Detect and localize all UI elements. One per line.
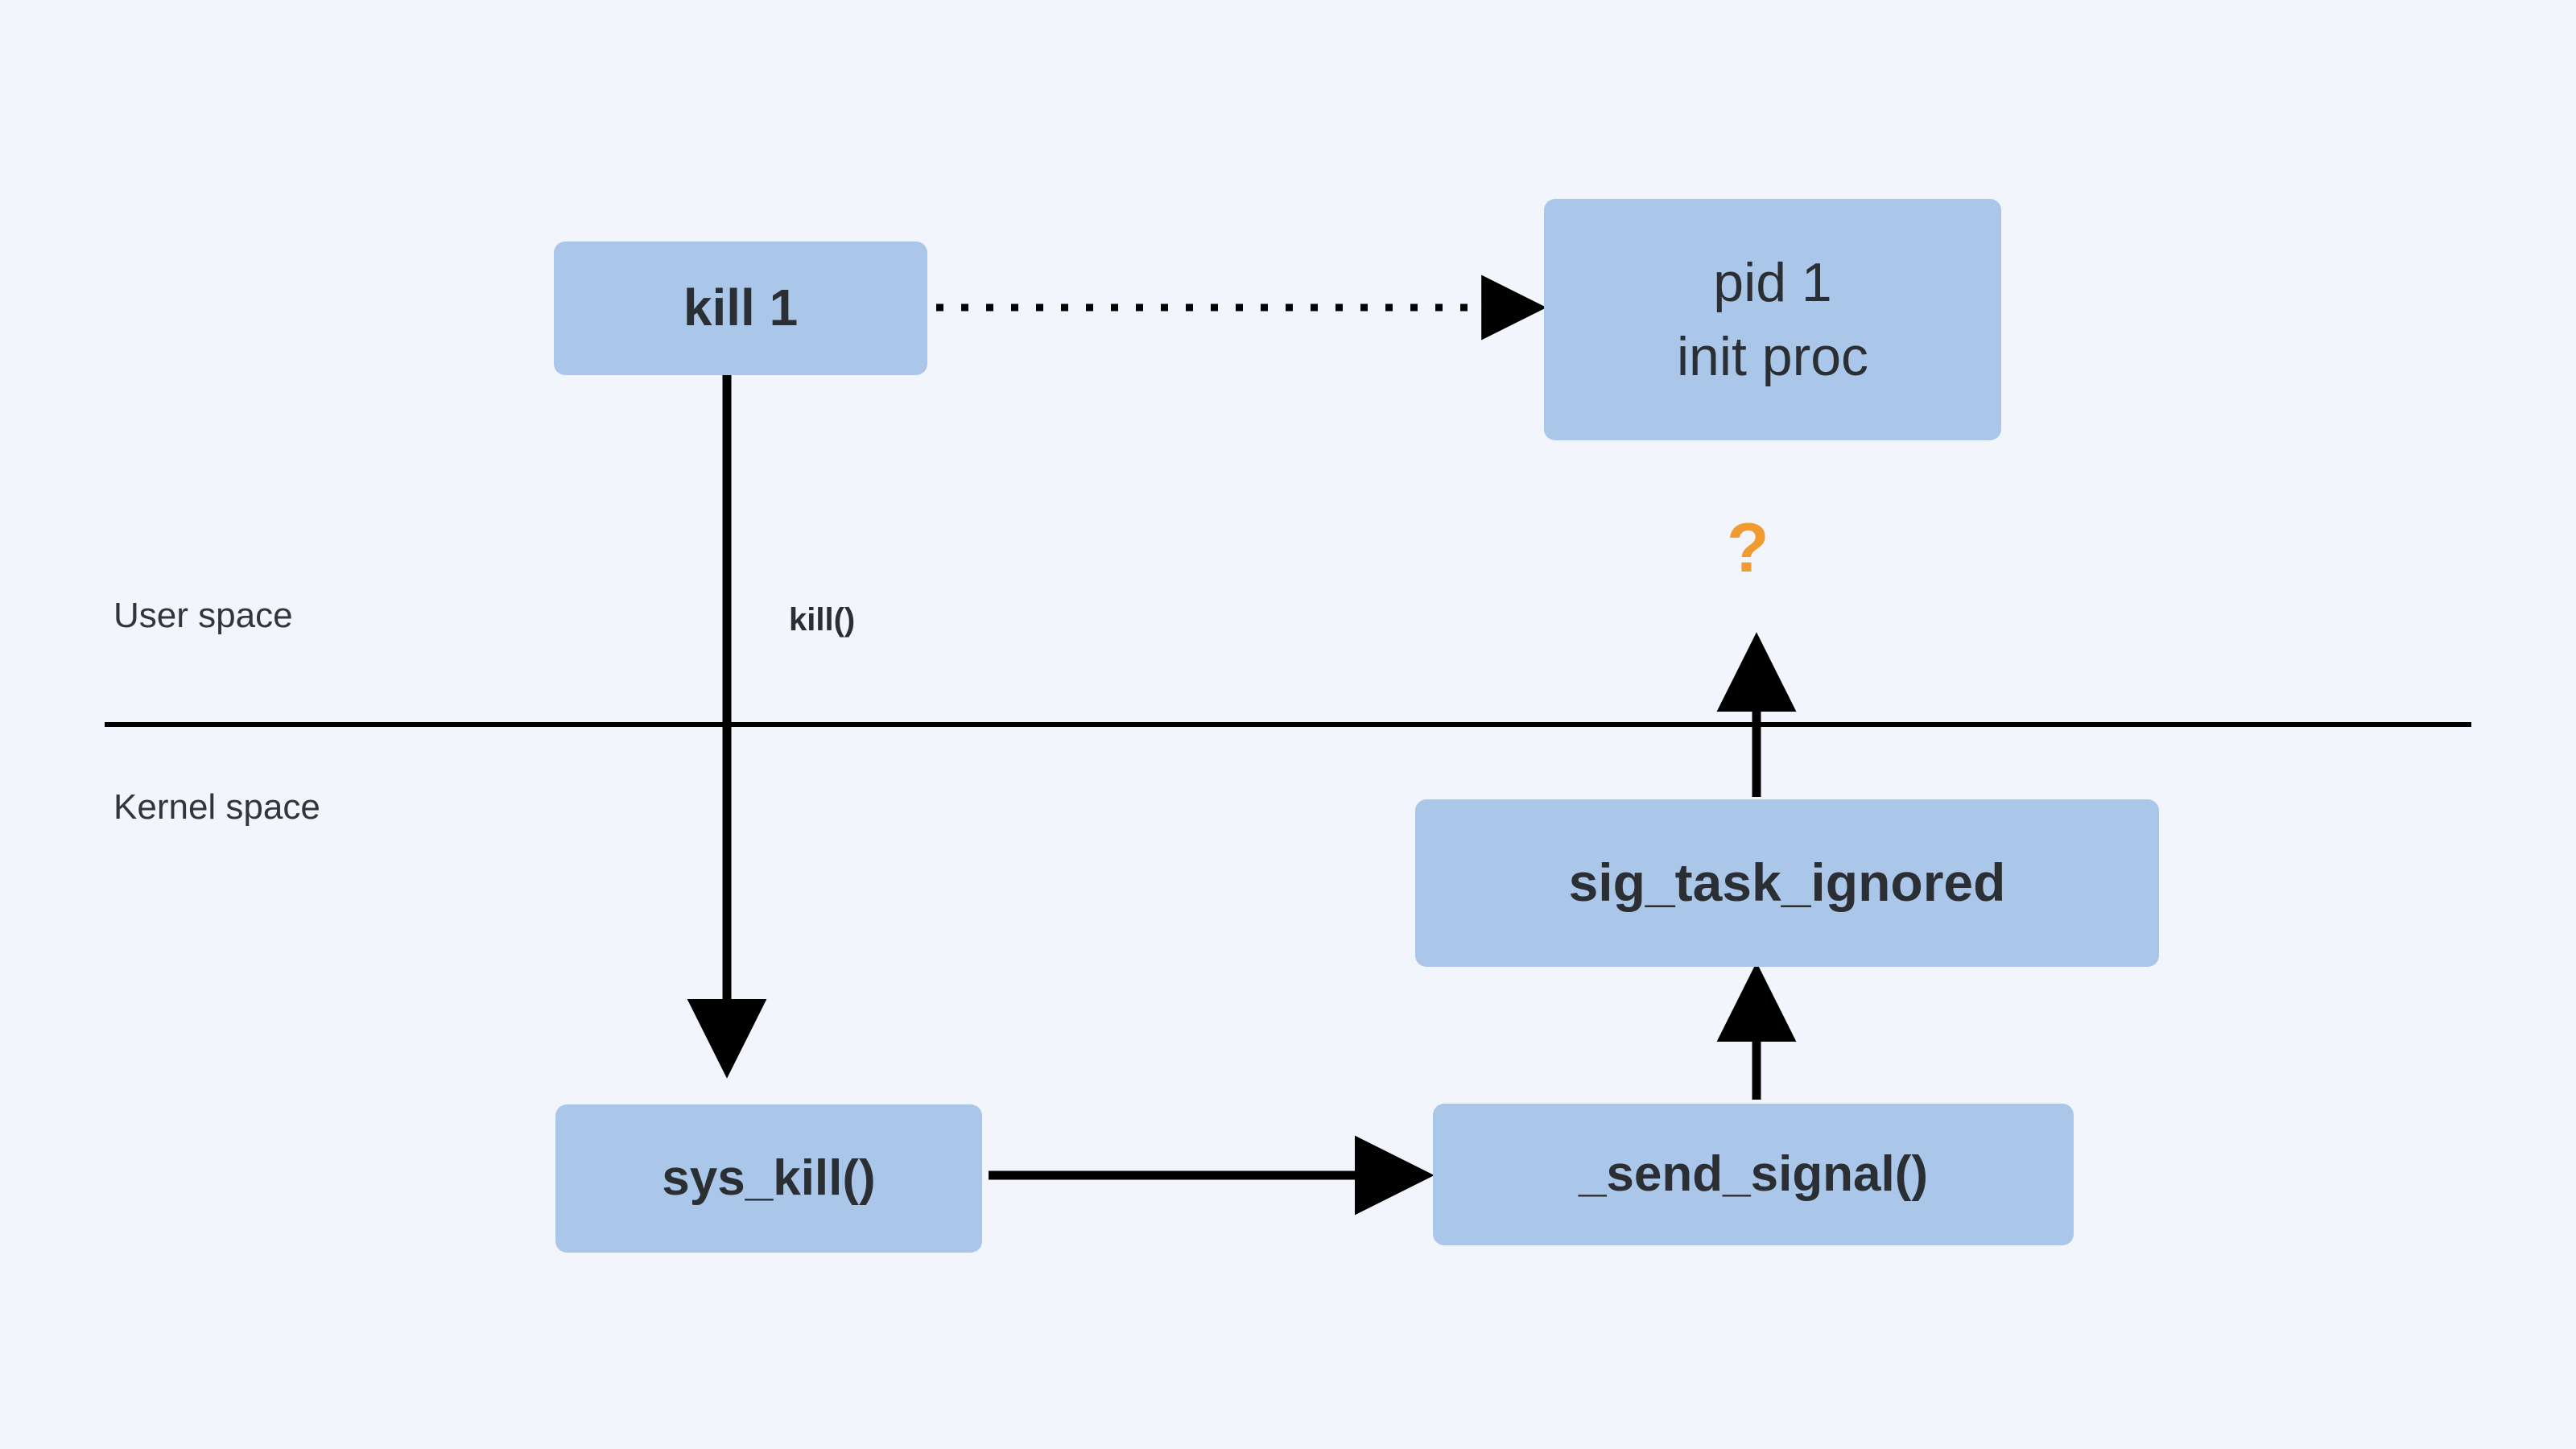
node-send-signal-label: _send_signal() bbox=[1578, 1146, 1929, 1203]
node-sys-kill[interactable]: sys_kill() bbox=[555, 1104, 982, 1253]
label-kernel-space: Kernel space bbox=[114, 787, 320, 827]
node-sig-task-ignored-label: sig_task_ignored bbox=[1568, 852, 2006, 913]
node-pid-1-label-line2: init proc bbox=[1676, 326, 1869, 387]
node-kill-1-label: kill 1 bbox=[683, 279, 799, 337]
node-sys-kill-label: sys_kill() bbox=[662, 1150, 876, 1207]
node-kill-1[interactable]: kill 1 bbox=[554, 242, 927, 375]
question-mark-annotation: ? bbox=[1727, 510, 1769, 587]
node-pid-1-label-line1: pid 1 bbox=[1713, 251, 1832, 313]
node-pid-1-init-proc[interactable]: pid 1 init proc bbox=[1544, 199, 2001, 440]
label-user-space: User space bbox=[114, 596, 293, 635]
edge-label-kill-call: kill() bbox=[789, 602, 856, 638]
node-send-signal[interactable]: _send_signal() bbox=[1433, 1104, 2074, 1245]
node-sig-task-ignored[interactable]: sig_task_ignored bbox=[1415, 799, 2159, 967]
